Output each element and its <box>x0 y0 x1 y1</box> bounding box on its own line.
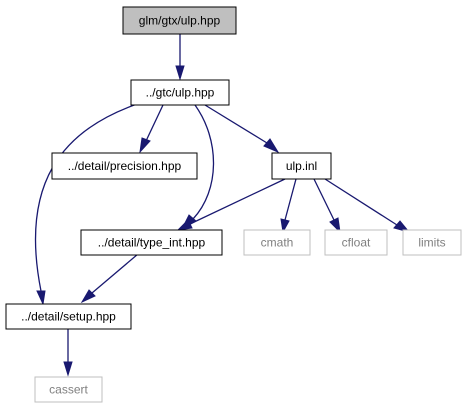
edge-gtc-ulp-to-setup <box>34 102 141 292</box>
node-box <box>243 229 311 256</box>
node-gtc-ulp-hpp[interactable]: ../gtc/ulp.hpp <box>130 79 230 106</box>
node-detail-type-int-hpp[interactable]: ../detail/type_int.hpp <box>80 229 223 256</box>
arrowhead-cfloat <box>329 217 341 234</box>
arrowhead-ulp-inl <box>263 138 280 154</box>
node-box <box>122 6 237 35</box>
nodes-layer: glm/gtx/ulp.hpp ../gtc/ulp.hpp ../detail… <box>5 6 462 403</box>
node-label: glm/gtx/ulp.hpp <box>139 14 221 28</box>
node-label: ../detail/precision.hpp <box>68 159 182 173</box>
edge-ulp-inl-to-cmath <box>284 178 297 221</box>
edge-gtc-ulp-to-ulp-inl <box>204 104 268 144</box>
node-limits[interactable]: limits <box>402 229 462 256</box>
arrowhead-setup-from-gtc <box>36 290 46 306</box>
node-cassert[interactable]: cassert <box>34 376 103 403</box>
node-label: ../gtc/ulp.hpp <box>146 86 215 100</box>
node-label: ulp.inl <box>286 159 317 173</box>
node-box <box>271 152 332 180</box>
edge-gtc-ulp-to-precision <box>145 104 164 142</box>
node-ulp-inl[interactable]: ulp.inl <box>271 152 332 180</box>
arrowhead-type-int-from-ulp-inl <box>176 219 193 231</box>
arrowhead-cmath <box>280 218 290 234</box>
arrowhead-precision <box>139 137 151 154</box>
node-label: cassert <box>49 383 88 397</box>
node-label: limits <box>418 236 445 250</box>
node-label: cmath <box>261 236 294 250</box>
node-box <box>5 303 132 330</box>
node-detail-setup-hpp[interactable]: ../detail/setup.hpp <box>5 303 132 330</box>
arrowhead-setup-from-type-int <box>80 289 96 304</box>
node-label: ../detail/type_int.hpp <box>98 236 206 250</box>
edge-type-int-to-setup <box>91 253 139 294</box>
edge-ulp-inl-to-cfloat <box>313 178 335 221</box>
node-cfloat[interactable]: cfloat <box>324 229 388 256</box>
edge-ulp-inl-to-limits <box>324 178 398 226</box>
node-label: ../detail/setup.hpp <box>21 310 116 324</box>
node-cmath[interactable]: cmath <box>243 229 311 256</box>
node-box <box>34 376 103 403</box>
edge-ulp-inl-to-type-int <box>189 178 286 225</box>
node-box <box>80 229 223 256</box>
arrowhead-cassert <box>63 361 73 377</box>
node-label: cfloat <box>342 236 371 250</box>
node-box <box>402 229 462 256</box>
edge-gtc-ulp-to-type-int <box>192 104 215 220</box>
node-detail-precision-hpp[interactable]: ../detail/precision.hpp <box>51 152 198 180</box>
node-glm-gtx-ulp-hpp[interactable]: glm/gtx/ulp.hpp <box>122 6 237 35</box>
node-box <box>51 152 198 180</box>
arrowhead-gtc-ulp <box>175 65 185 81</box>
node-box <box>324 229 388 256</box>
node-box <box>130 79 230 106</box>
arrowhead-limits <box>393 220 411 233</box>
